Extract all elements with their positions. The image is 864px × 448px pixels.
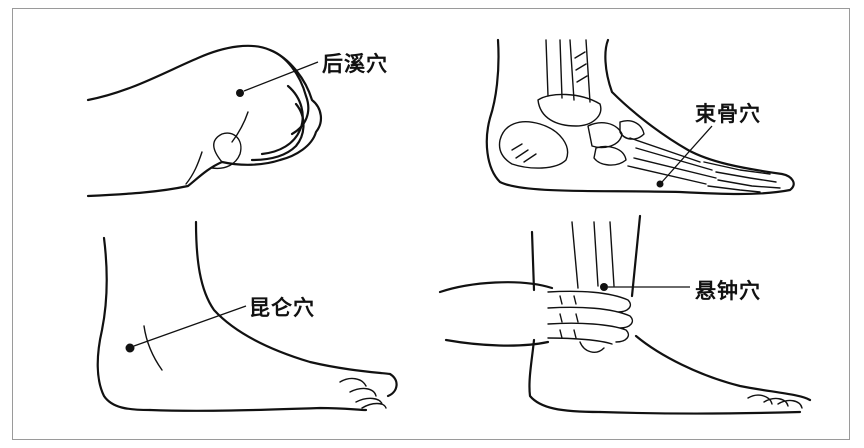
fist-outline bbox=[88, 46, 321, 196]
fist-knuckle-crease bbox=[232, 112, 248, 142]
talus bbox=[538, 94, 601, 126]
toes-lateral bbox=[340, 379, 386, 408]
tibia bbox=[546, 40, 562, 98]
tarsal-3 bbox=[620, 121, 644, 139]
leg-back-contour bbox=[98, 238, 150, 410]
malleolus-crease bbox=[144, 326, 162, 370]
panel-fist bbox=[88, 46, 321, 196]
fibula bbox=[570, 40, 590, 102]
kunlun-point-dot bbox=[126, 344, 135, 353]
sole-contour bbox=[150, 408, 366, 411]
houxi-point-dot bbox=[236, 89, 244, 97]
label-xuanzhong: 悬钟穴 bbox=[695, 275, 761, 305]
finger-creases bbox=[560, 296, 578, 338]
shugu-leader-line bbox=[662, 126, 712, 182]
tarsal-2 bbox=[594, 147, 626, 166]
label-kunlun: 昆仑穴 bbox=[249, 292, 315, 322]
tarsal-1 bbox=[588, 123, 622, 148]
xuanzhong-point-dot bbox=[600, 283, 608, 291]
toes-bottom bbox=[748, 395, 802, 408]
heel-bone bbox=[580, 342, 604, 352]
calcaneus-hatch bbox=[512, 144, 536, 162]
calcaneus bbox=[500, 122, 568, 168]
lower-leg-left bbox=[529, 232, 600, 412]
panel-foot-lateral bbox=[98, 222, 397, 411]
sole-bottom bbox=[600, 412, 800, 414]
lower-leg-right bbox=[632, 216, 810, 400]
metatarsals bbox=[628, 138, 716, 184]
fibula-hatch bbox=[575, 52, 587, 82]
fist-palm-line bbox=[186, 152, 202, 184]
shin-bones bbox=[572, 222, 614, 288]
panel-hand-ankle bbox=[440, 216, 810, 414]
hand-wrist bbox=[440, 282, 552, 292]
kunlun-leader-line bbox=[134, 306, 246, 346]
label-houxi: 后溪穴 bbox=[322, 48, 388, 78]
label-shugu: 束骨穴 bbox=[695, 98, 761, 128]
